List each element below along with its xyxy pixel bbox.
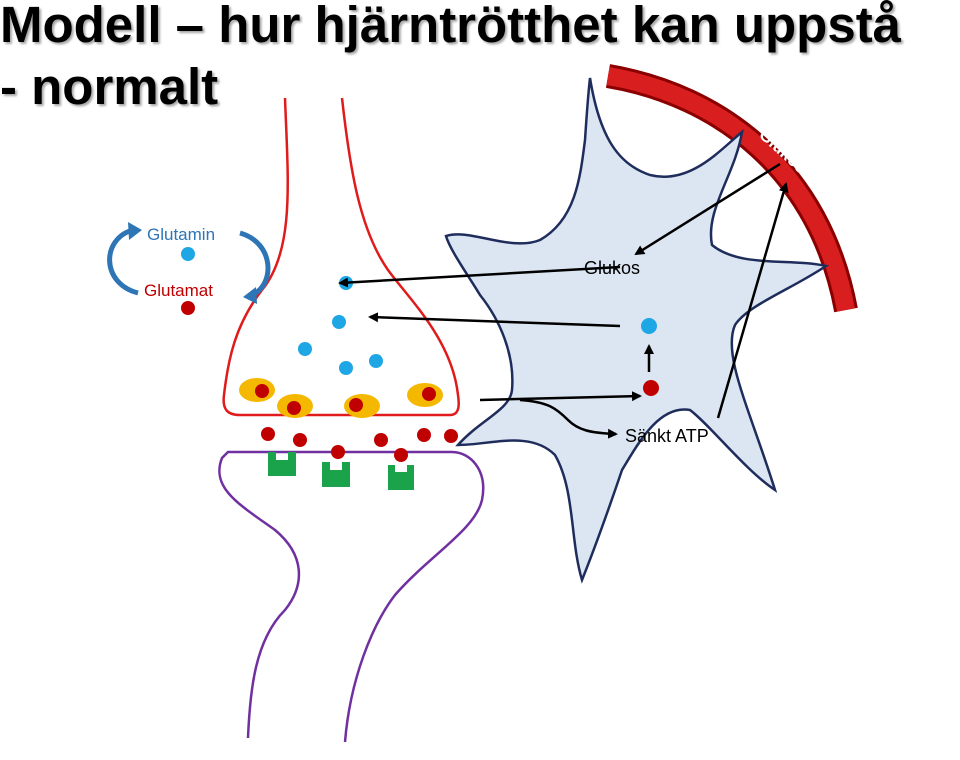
vesicles — [239, 378, 443, 418]
glutamate-dot — [261, 427, 275, 441]
glutamin-legend-dot — [181, 247, 195, 261]
arrow-glutamate-uptake — [479, 391, 642, 402]
cycle-arrow-right — [239, 230, 271, 298]
astrocyte-cell — [444, 77, 830, 584]
astrocyte-glutamine-dot — [641, 318, 657, 334]
receptor — [388, 465, 414, 490]
glutamate-cycle-legend: Glutamin Glutamat — [107, 222, 271, 315]
title-line-2: - normalt — [0, 58, 219, 115]
glutamate-dot — [374, 433, 388, 447]
arrow-glutamine-to-neuron — [368, 312, 621, 328]
arrow-to-reduced-atp — [519, 398, 618, 439]
presynaptic-terminal — [222, 97, 460, 417]
glutamine-dot — [332, 315, 346, 329]
glutamate-dot — [417, 428, 431, 442]
arrow-vessel-to-astrocyte — [634, 162, 781, 256]
glutamine-dot — [298, 342, 312, 356]
slide-title: Modell – hur hjärntrötthet kan uppstå - … — [0, 0, 960, 118]
receptor — [268, 452, 296, 476]
cycle-arrow-left — [107, 227, 139, 296]
glutamat-legend-dot — [181, 301, 195, 315]
receptors — [268, 452, 414, 490]
flow-arrows — [338, 162, 789, 439]
postsynaptic-dendrite — [218, 450, 485, 743]
astrocyte-glukos-label: Glukos — [584, 258, 640, 278]
arrow-atp-to-vessel — [716, 182, 789, 419]
glutamine-molecules — [298, 276, 383, 375]
glutamate-dot — [293, 433, 307, 447]
glutamate-dot — [444, 429, 458, 443]
glutamine-dot — [369, 354, 383, 368]
glutamine-dot — [339, 361, 353, 375]
glutamate-dot — [394, 448, 408, 462]
title-line-1: Modell – hur hjärntrötthet kan uppstå — [0, 0, 902, 53]
glutamate-molecules — [261, 427, 458, 462]
astrocyte-glutamate-dot — [643, 380, 659, 396]
glutamat-label: Glutamat — [144, 281, 213, 300]
glutamate-dot — [331, 445, 345, 459]
sankt-atp-label: Sänkt ATP — [625, 426, 709, 446]
glutamin-label: Glutamin — [147, 225, 215, 244]
receptor — [322, 462, 350, 487]
arrow-glucose-to-neuron — [338, 265, 621, 288]
